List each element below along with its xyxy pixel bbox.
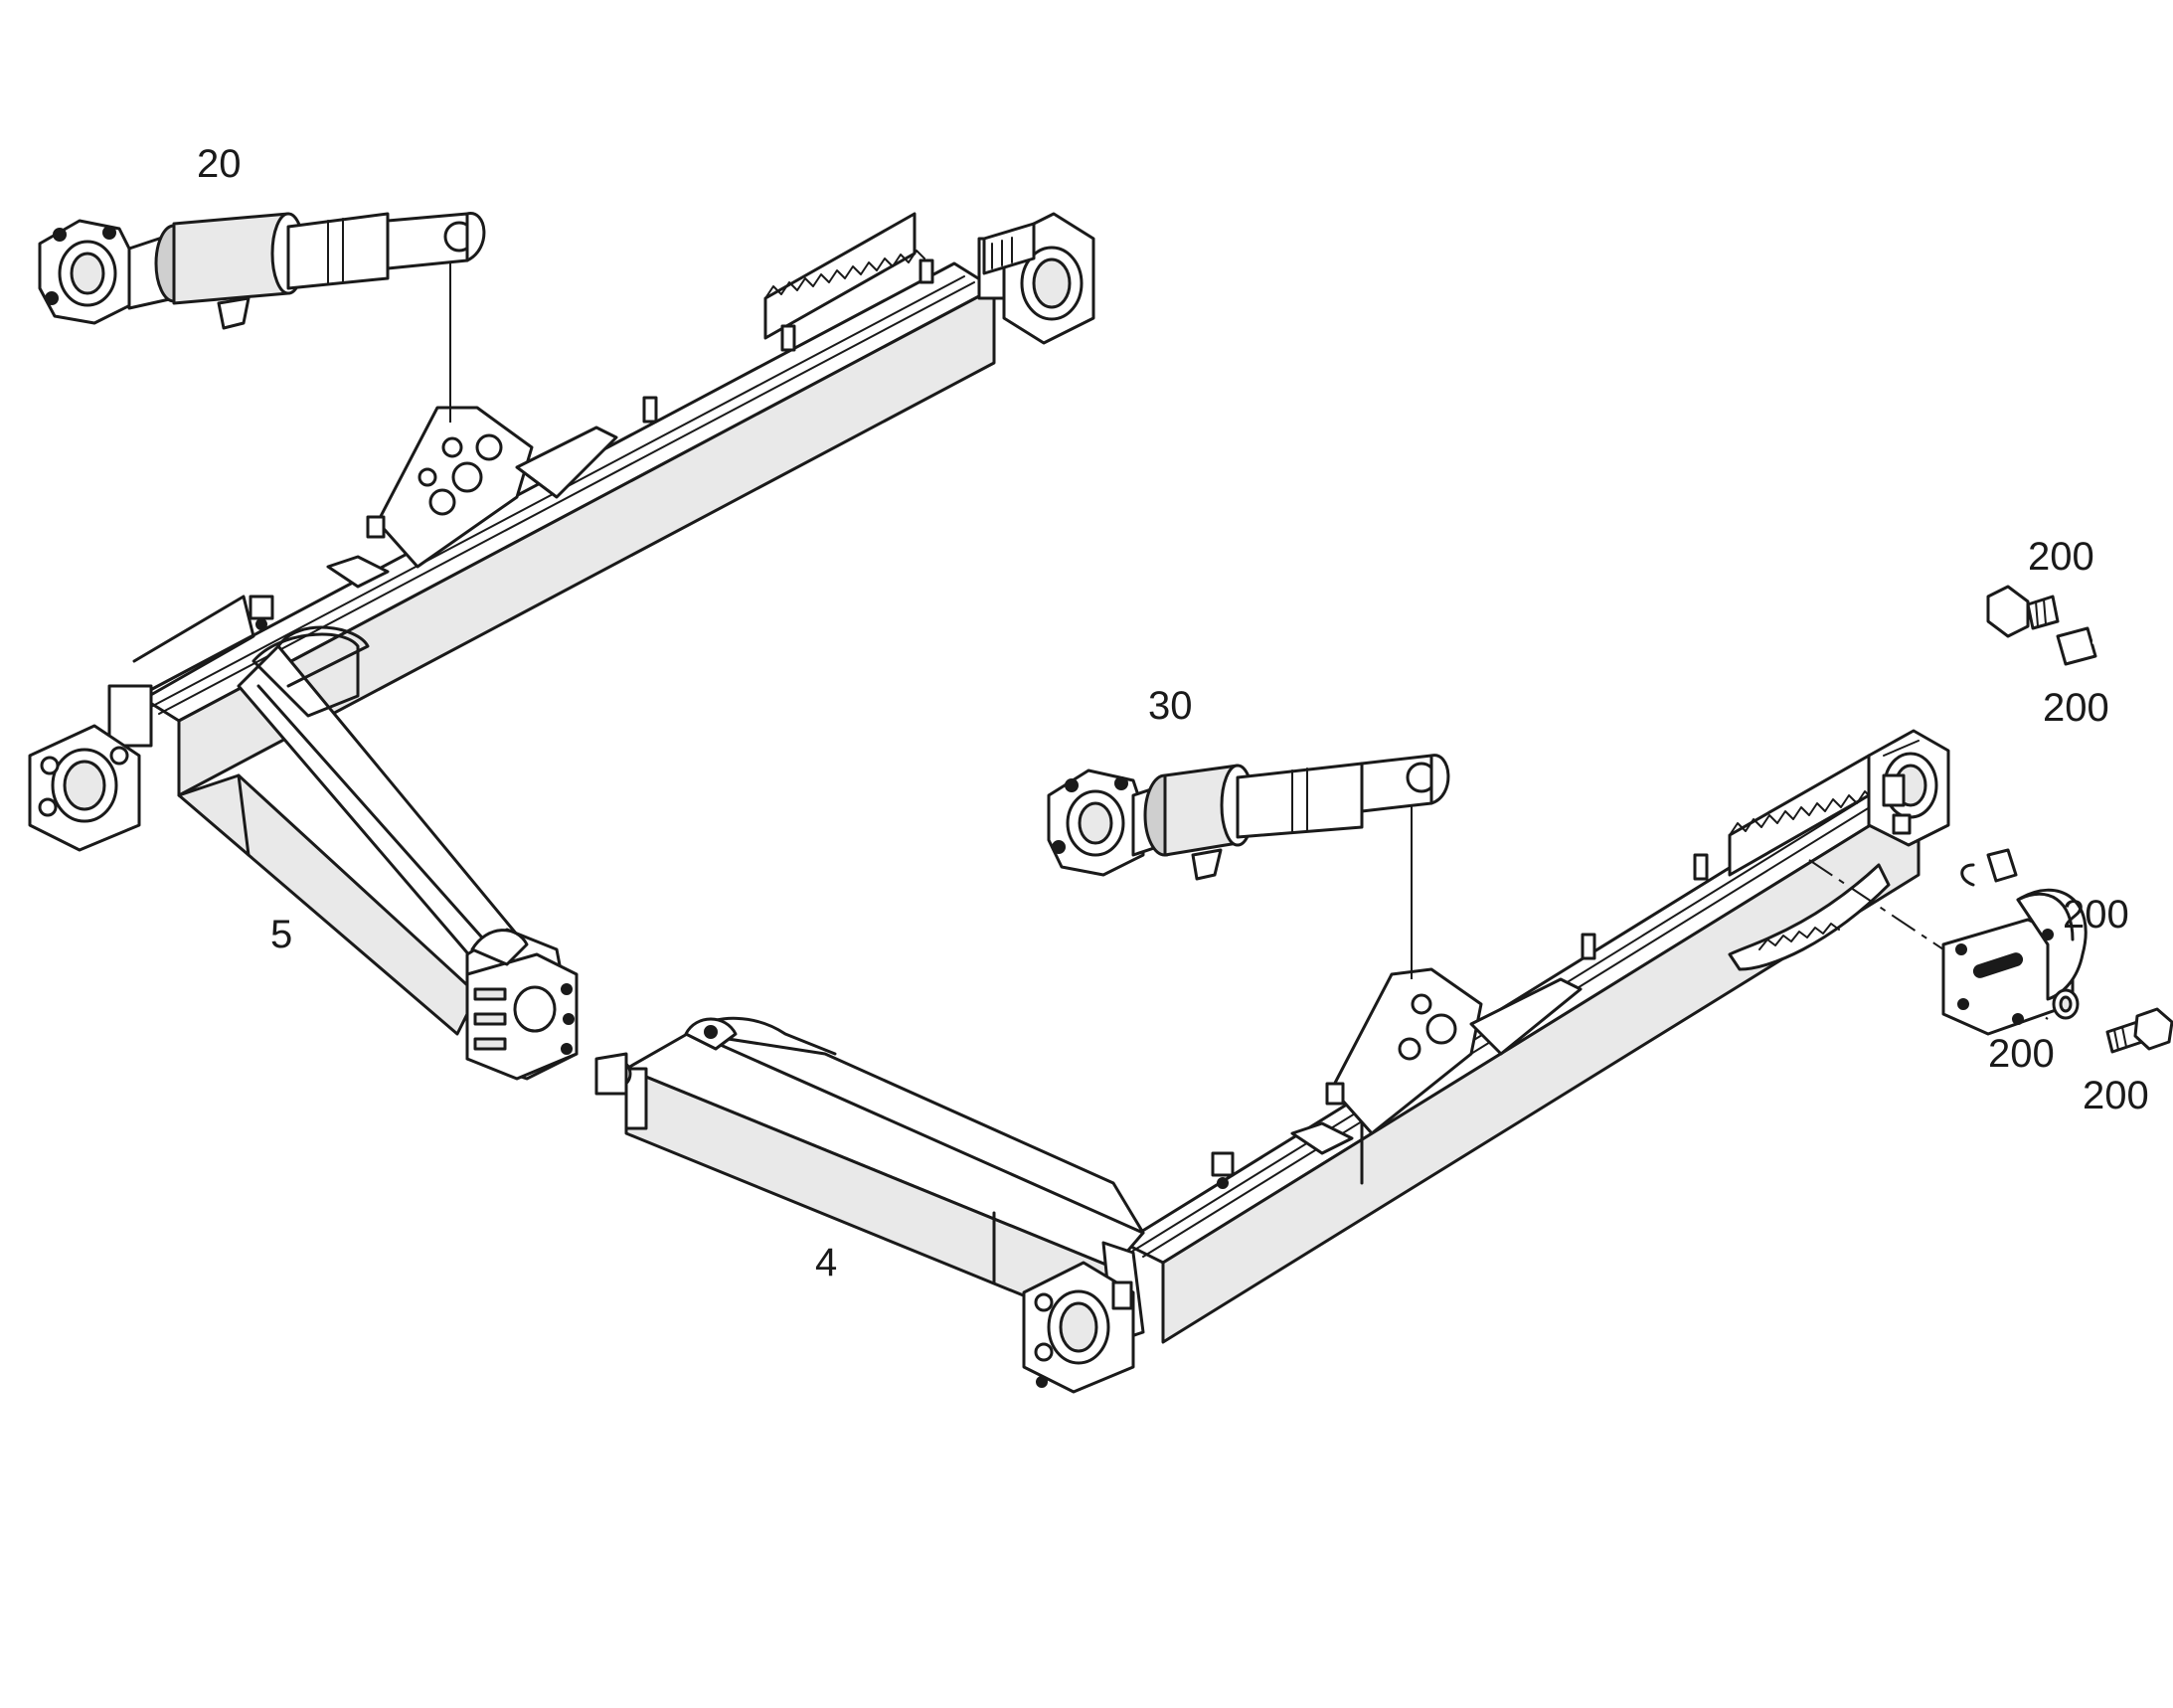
- upper-bottom-end-pad: [465, 928, 579, 1081]
- lower-left-end-pad: [1022, 1241, 1145, 1394]
- callout-axle-lower: 4: [815, 1241, 838, 1284]
- upper-cylinder: [38, 212, 486, 423]
- callout-cylinder-upper: 20: [197, 142, 242, 186]
- callout-axle-upper: 5: [270, 913, 293, 956]
- upper-right-end-pad: [977, 212, 1095, 345]
- lower-cylinder-bracket: [1211, 967, 1583, 1189]
- lower-axle-frame: [594, 729, 1950, 1394]
- elbow-fitting: [1986, 585, 2060, 638]
- lower-right-end-pad: [1867, 729, 1950, 847]
- upper-axle-frame: [28, 212, 1095, 1081]
- bolt: [2105, 1007, 2173, 1054]
- callout-washer: 200: [1988, 1032, 2055, 1076]
- hydraulic-hose: [1960, 626, 2149, 887]
- mounting-plate: [1941, 888, 2088, 1036]
- washer: [2052, 988, 2080, 1020]
- callout-bolt: 200: [2083, 1074, 2149, 1117]
- lower-cylinder: [1047, 754, 1450, 979]
- callout-bracket: 200: [2063, 893, 2129, 937]
- callout-fitting: 200: [2028, 535, 2094, 579]
- upper-left-end-pad: [28, 684, 153, 852]
- callout-cylinder-lower: 30: [1148, 684, 1193, 728]
- upper-cylinder-bracket: [249, 406, 618, 630]
- hydraulic-fittings: [1808, 585, 2173, 1054]
- callout-hose: 200: [2043, 686, 2109, 730]
